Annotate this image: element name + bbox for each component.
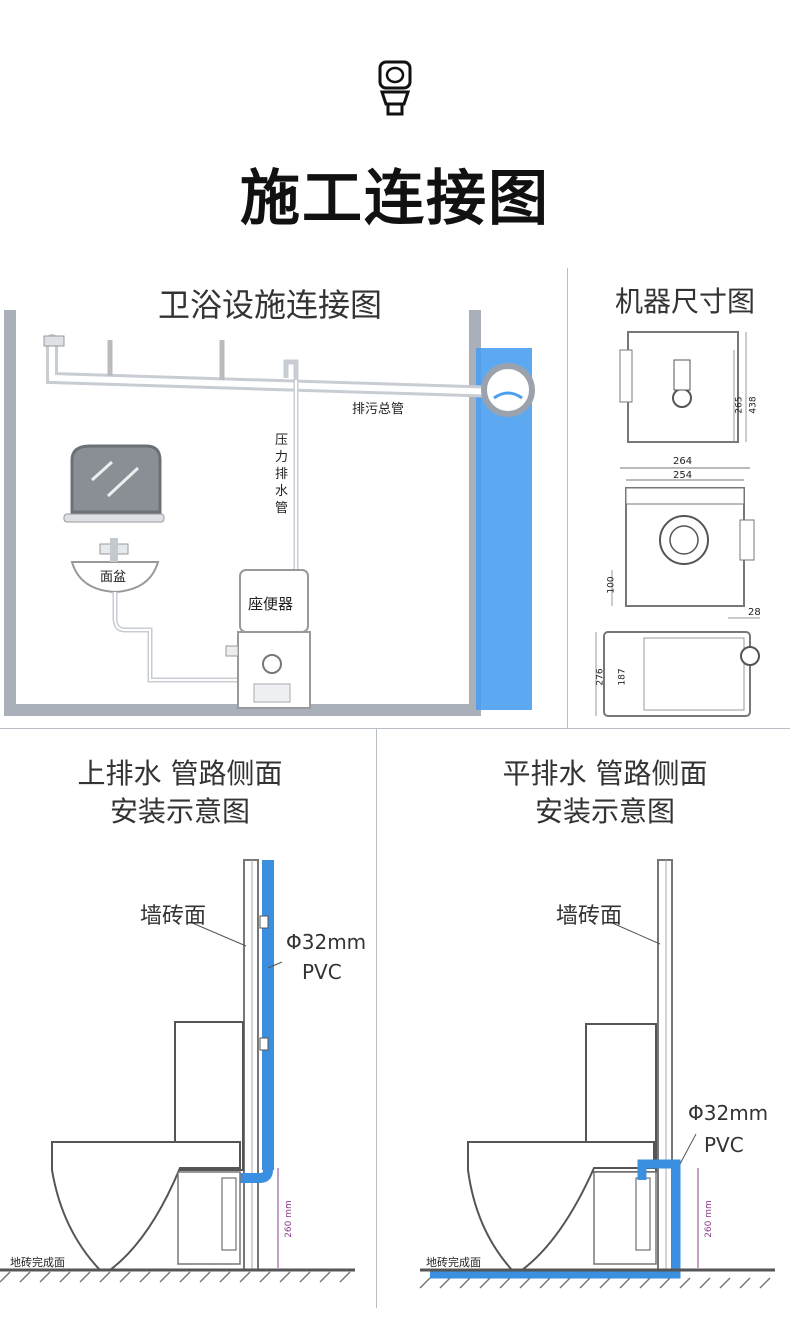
pressure-pipe <box>283 359 299 380</box>
basin-label: 面盆 <box>100 570 127 585</box>
top-height-label: 260 mm <box>283 1200 294 1238</box>
top-wall-label: 墙砖面 <box>140 904 207 929</box>
divider-horizontal <box>0 728 790 729</box>
toilet-label: 座便器 <box>248 595 294 613</box>
flat-drain-title-1: 平排水 管路侧面 <box>502 757 708 790</box>
flat-height-label: 260 mm <box>703 1200 714 1238</box>
divider-vertical-bottom <box>376 728 377 1308</box>
machine-panel-title: 机器尺寸图 <box>614 285 755 318</box>
page-title: 施工连接图 <box>240 164 550 234</box>
top-drain-diagram <box>0 859 355 1283</box>
divider-vertical-top <box>567 268 568 728</box>
flat-drain-title-2: 安装示意图 <box>534 795 675 828</box>
flat-drain-diagram <box>419 859 775 1289</box>
bathroom-diagram <box>4 310 535 716</box>
bathroom-panel-title: 卫浴设施连接图 <box>157 286 382 324</box>
dim-254: 254 <box>673 470 693 481</box>
basin <box>70 561 160 594</box>
top-pipe-spec-2: PVC <box>302 960 342 984</box>
mirror <box>70 444 162 514</box>
flat-pipe-spec-1: Φ32mm <box>688 1101 769 1125</box>
machine-dimension-drawing <box>595 331 760 717</box>
dim-264: 264 <box>673 456 693 467</box>
toilet-icon <box>378 60 412 116</box>
pressure-pipe-label: 压力排水管 <box>275 433 289 516</box>
pvc-riser-pipe <box>262 860 274 1170</box>
sewer-outlet <box>481 363 535 417</box>
top-drain-title-1: 上排水 管路侧面 <box>77 757 283 790</box>
pvc-flat-pipe <box>430 1159 681 1279</box>
flat-floor-label: 地砖完成面 <box>426 1256 481 1269</box>
dim-28: 28 <box>748 607 761 618</box>
flat-wall-label: 墙砖面 <box>556 904 623 929</box>
top-drain-title-2: 安装示意图 <box>109 795 250 828</box>
top-pipe-spec-1: Φ32mm <box>286 930 367 954</box>
dim-265: 265 <box>734 396 745 414</box>
dim-276: 276 <box>595 668 606 686</box>
flat-pipe-spec-2: PVC <box>704 1133 744 1157</box>
dim-187: 187 <box>617 668 628 686</box>
dim-100: 100 <box>606 576 617 594</box>
top-floor-label: 地砖完成面 <box>10 1256 65 1269</box>
dim-438: 438 <box>748 396 759 414</box>
sewer-main-label: 排污总管 <box>352 402 405 417</box>
